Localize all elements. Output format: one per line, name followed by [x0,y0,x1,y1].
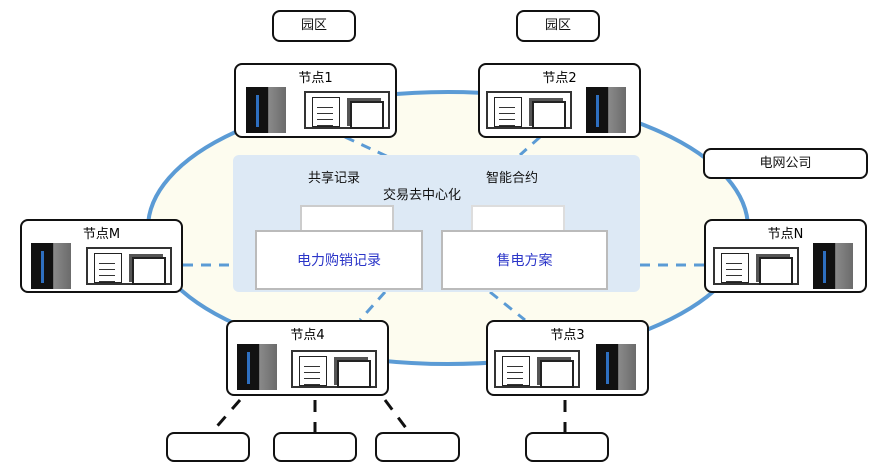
server-icon [596,344,636,390]
node-title: 节点2 [542,71,577,86]
ledger-icon [291,350,377,388]
decentralized-label: 交易去中心化 [383,188,462,203]
node-3: 节点3 [486,320,649,396]
ledger-icon [494,350,580,388]
node-title: 节点3 [550,328,585,343]
ledger-icon [713,247,799,285]
server-icon [31,243,71,289]
shared-records-label: 共享记录 [308,171,361,186]
node-4: 节点4 [226,320,389,396]
server-icon [246,87,286,133]
document-icon [300,205,394,233]
ledger-icon [304,91,390,129]
sales-plan-box: 售电方案 [441,230,608,290]
smart-contract-label: 智能合约 [486,171,539,186]
park-box-2: 园区 [516,10,600,42]
contract-pages-icon [471,205,565,233]
purchase-records-box: 电力购销记录 [255,230,423,290]
node-links [183,135,704,322]
node-n: 节点N [704,219,867,293]
ledger-icon [86,247,172,285]
park-box-bottom-4 [525,432,609,462]
park-box-1: 园区 [272,10,356,42]
server-icon [586,87,626,133]
grid-company-box: 电网公司 [703,148,868,179]
server-icon [813,243,853,289]
node-title: 节点1 [298,71,333,86]
node-1: 节点1 [234,63,397,138]
node-title: 节点M [82,227,121,242]
park-box-bottom-3 [375,432,460,462]
node-2: 节点2 [478,63,641,138]
park-box-bottom-1 [166,432,250,462]
node-title: 节点4 [290,328,325,343]
server-icon [237,344,277,390]
ledger-icon [486,91,572,129]
node-title: 节点N [767,227,804,242]
center-panel: 共享记录 智能合约 交易去中心化 电力购销记录 售电方案 [233,155,640,292]
park-box-bottom-2 [273,432,357,462]
node-m: 节点M [20,219,183,293]
